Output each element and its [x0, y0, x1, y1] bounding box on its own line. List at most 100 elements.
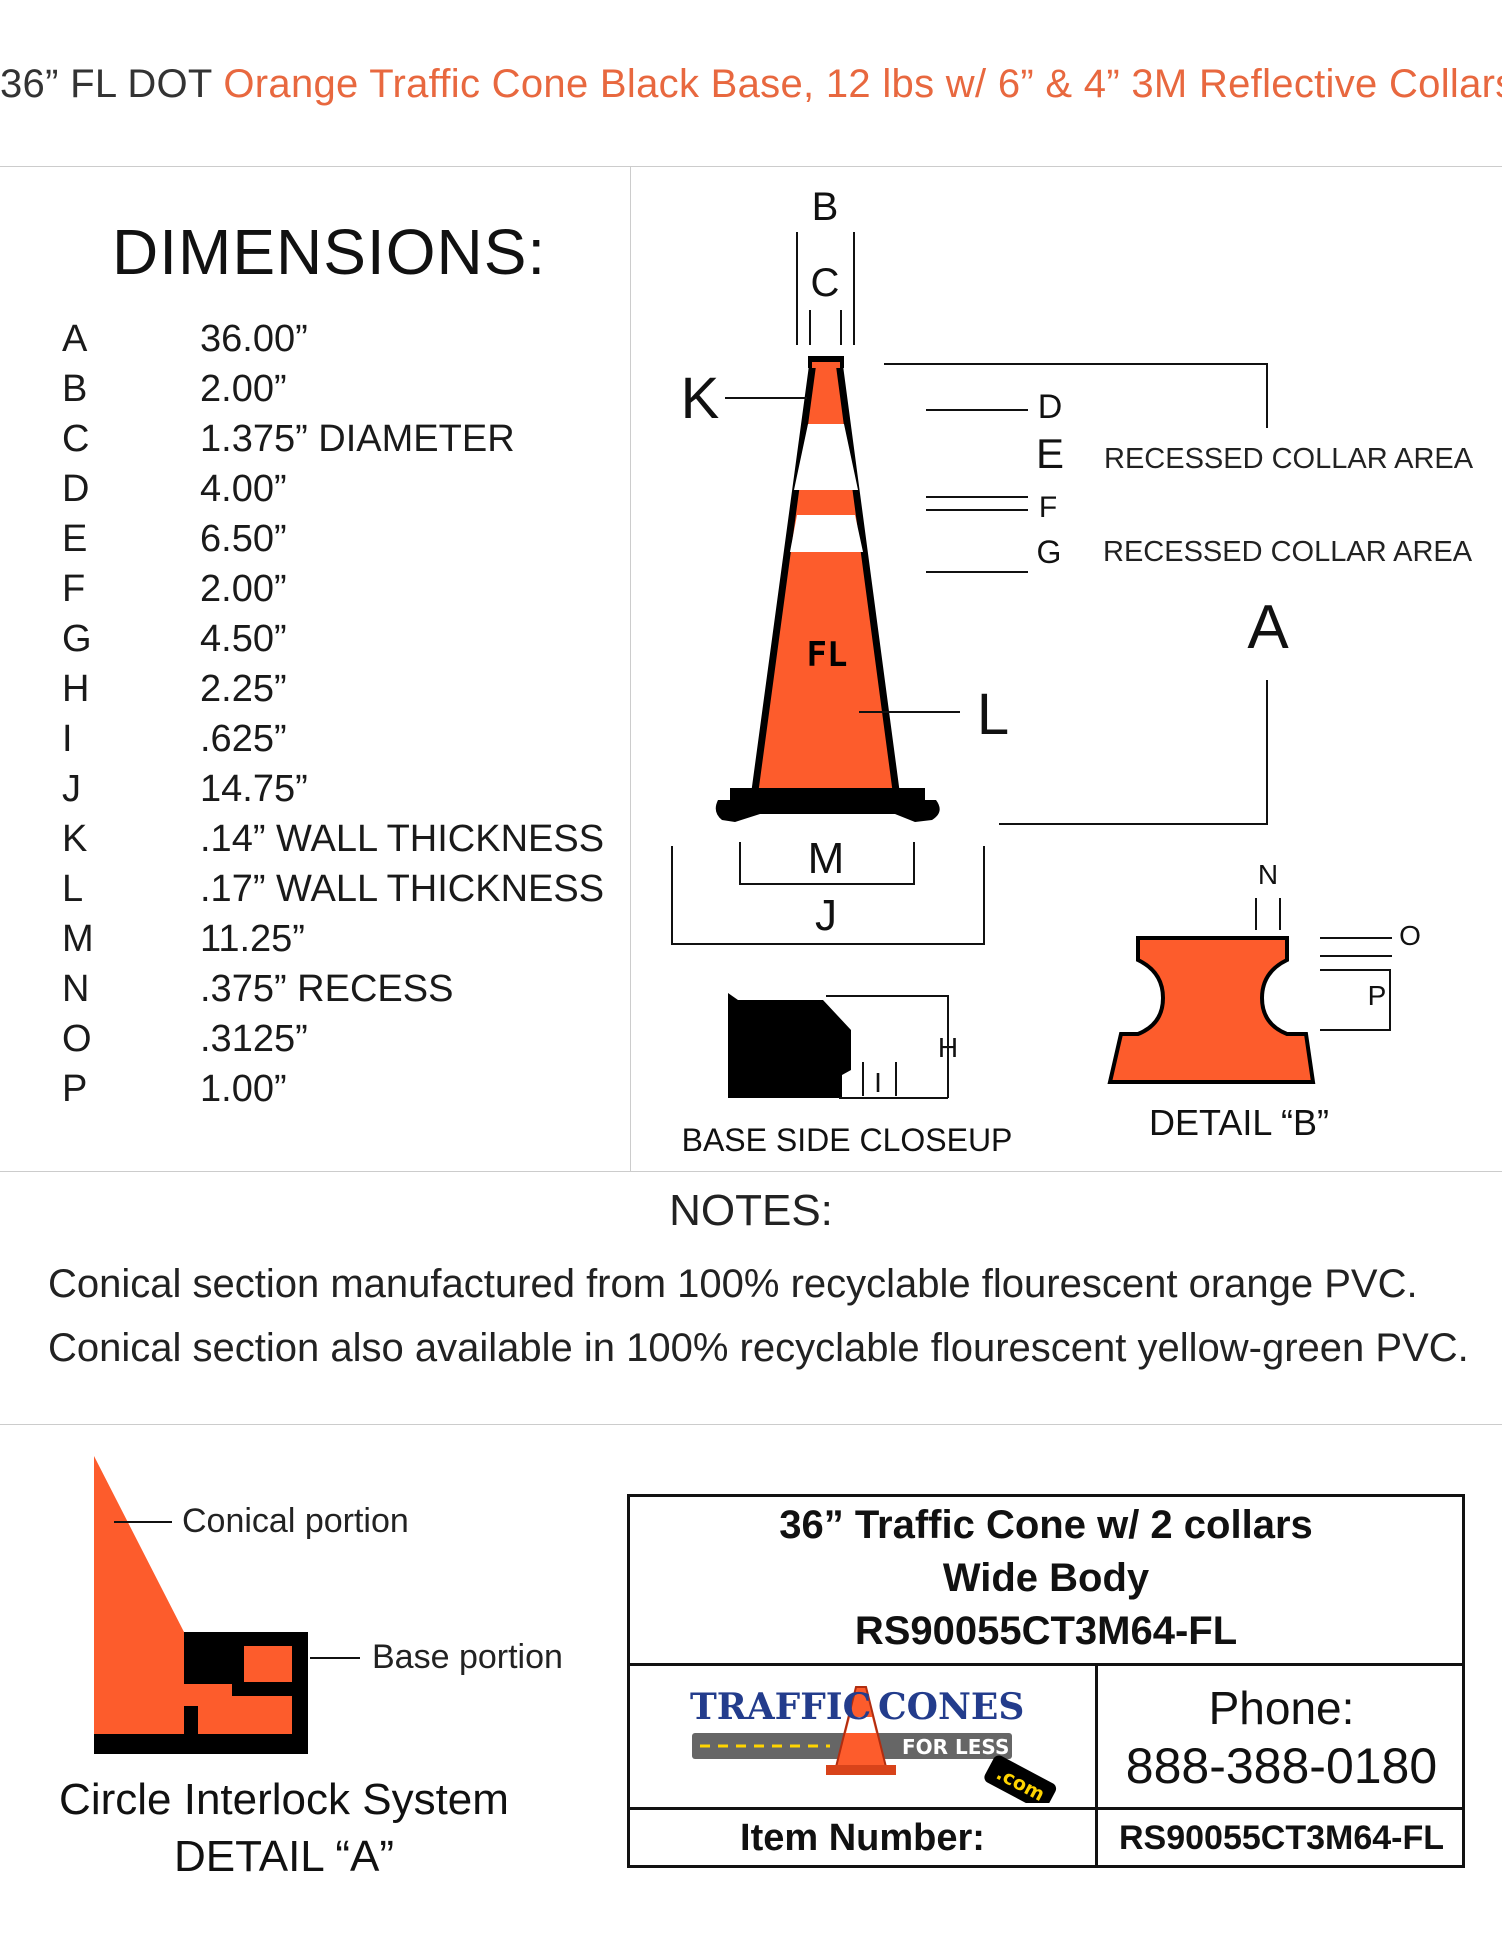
logo-word-cones: CONES [878, 1686, 1024, 1728]
conical-portion-label: Conical portion [182, 1502, 409, 1540]
label-j: J [815, 891, 837, 940]
dimension-key: A [62, 318, 88, 360]
dimension-key: I [62, 718, 73, 760]
base-closeup-caption: BASE SIDE CLOSEUP [682, 1122, 1013, 1158]
phone-label: Phone: [1208, 1682, 1355, 1734]
recessed-collar-label-2: RECESSED COLLAR AREA [1103, 536, 1473, 568]
title-block-line2: Wide Body [942, 1556, 1150, 1600]
dimension-row: L .17” WALL THICKNESS [62, 868, 604, 918]
detail-a-caption: DETAIL “A” [173, 1832, 395, 1881]
dimension-value: 2.25” [200, 668, 287, 710]
dimension-key: K [62, 818, 88, 860]
dimension-row: D 4.00” [62, 468, 287, 518]
dimension-row: M 11.25” [62, 918, 305, 968]
dimension-key: C [62, 418, 90, 460]
note-line: Conical section manufactured from 100% r… [48, 1262, 1418, 1306]
label-a: A [1247, 593, 1289, 662]
item-number-value: RS90055CT3M64-FL [1118, 1819, 1444, 1857]
note-line: Conical section also available in 100% r… [48, 1326, 1469, 1370]
dimension-key: H [62, 668, 90, 710]
label-f: F [1039, 491, 1057, 524]
dimension-key: N [62, 968, 90, 1010]
dimension-key: L [62, 868, 84, 910]
dimension-value: 2.00” [200, 568, 287, 610]
interlock-diagram: Conical portion Base portion [94, 1456, 563, 1754]
label-g: G [1037, 534, 1062, 570]
label-p: P [1368, 980, 1387, 1011]
label-i: I [874, 1067, 882, 1098]
logo-word-traffic: TRAFFIC [690, 1686, 871, 1728]
label-d: D [1038, 388, 1063, 426]
divider-vertical [630, 166, 631, 1171]
dimension-key: F [62, 568, 86, 610]
cone-fl-text: FL [807, 635, 848, 675]
dimensions-heading: DIMENSIONS: [112, 216, 547, 288]
dimension-value: 1.375” DIAMETER [200, 418, 515, 460]
dimension-key: E [62, 518, 88, 560]
base-portion-label: Base portion [372, 1638, 563, 1676]
cone-diagram: B C FL K L D E F G RECESSED COLLAR AREA … [671, 185, 1474, 1158]
dimension-row: F 2.00” [62, 568, 287, 618]
dimension-row: B 2.00” [62, 368, 287, 418]
title-main: Orange Traffic Cone Black Base, 12 lbs w… [223, 62, 1502, 106]
title-block-divider [630, 1663, 1462, 1666]
dimension-row: K .14” WALL THICKNESS [62, 818, 604, 868]
divider-bottom [0, 1424, 1502, 1425]
interlock-caption: Circle Interlock System [59, 1775, 509, 1824]
title-block-line1: 36” Traffic Cone w/ 2 collars [779, 1503, 1313, 1547]
label-c: C [811, 261, 840, 305]
dimension-key: O [62, 1018, 92, 1060]
dimension-row: C 1.375” DIAMETER [62, 418, 515, 468]
dimension-value: 14.75” [200, 768, 308, 810]
dimension-row: A 36.00” [62, 318, 308, 368]
label-e: E [1036, 430, 1064, 477]
title-block-vdivider [1095, 1663, 1098, 1868]
label-l: L [977, 682, 1009, 747]
dimension-value: .3125” [200, 1018, 308, 1060]
dimension-value: 36.00” [200, 318, 308, 360]
label-n: N [1258, 859, 1278, 890]
base-closeup: H I [728, 993, 958, 1099]
traffic-cones-for-less-logo: TRAFFIC CONES FOR LESS .com [690, 1686, 1057, 1803]
label-h: H [938, 1032, 958, 1063]
phone-number: 888-388-0180 [1125, 1738, 1438, 1794]
notes-heading: NOTES: [669, 1186, 833, 1235]
dimension-value: 4.00” [200, 468, 287, 510]
label-b: B [812, 185, 839, 229]
divider-middle [0, 1171, 1502, 1172]
title-prefix: 36” FL DOT [0, 62, 224, 106]
detail-b-drawing: N O P [1107, 859, 1421, 1084]
dimension-key: B [62, 368, 88, 410]
recessed-collar-label-1: RECESSED COLLAR AREA [1104, 443, 1474, 475]
dimension-value: .625” [200, 718, 287, 760]
traffic-cone: FL [715, 356, 940, 822]
dimension-value: .17” WALL THICKNESS [200, 868, 605, 910]
dimension-key: G [62, 618, 92, 660]
title-block-divider [630, 1807, 1462, 1810]
dimension-row: H 2.25” [62, 668, 287, 718]
title-block-line3: RS90055CT3M64-FL [854, 1609, 1238, 1653]
dimension-row: G 4.50” [62, 618, 287, 668]
dimension-value: 2.00” [200, 368, 287, 410]
dimension-row: P 1.00” [62, 1068, 287, 1118]
detail-b-caption: DETAIL “B” [1149, 1102, 1329, 1143]
label-m: M [808, 834, 845, 883]
page-title: 36” FL DOT Orange Traffic Cone Black Bas… [0, 62, 1502, 107]
label-k: K [681, 366, 720, 431]
dimension-key: M [62, 918, 94, 960]
dimension-key: P [62, 1068, 88, 1110]
dimension-row: N .375” RECESS [62, 968, 453, 1018]
dimension-row: I .625” [62, 718, 287, 768]
label-o: O [1399, 920, 1421, 951]
dimension-value: 1.00” [200, 1068, 287, 1110]
title-block: 36” Traffic Cone w/ 2 collars Wide Body … [627, 1494, 1465, 1868]
logo-for-less: FOR LESS [902, 1735, 1009, 1759]
item-number-label: Item Number: [740, 1817, 985, 1859]
dimension-value: .14” WALL THICKNESS [200, 818, 605, 860]
dimension-value: 11.25” [200, 918, 305, 960]
dimension-value: 4.50” [200, 618, 287, 660]
dimension-value: .375” RECESS [200, 968, 454, 1010]
dimension-row: O .3125” [62, 1018, 308, 1068]
dimension-value: 6.50” [200, 518, 287, 560]
dimension-key: D [62, 468, 90, 510]
